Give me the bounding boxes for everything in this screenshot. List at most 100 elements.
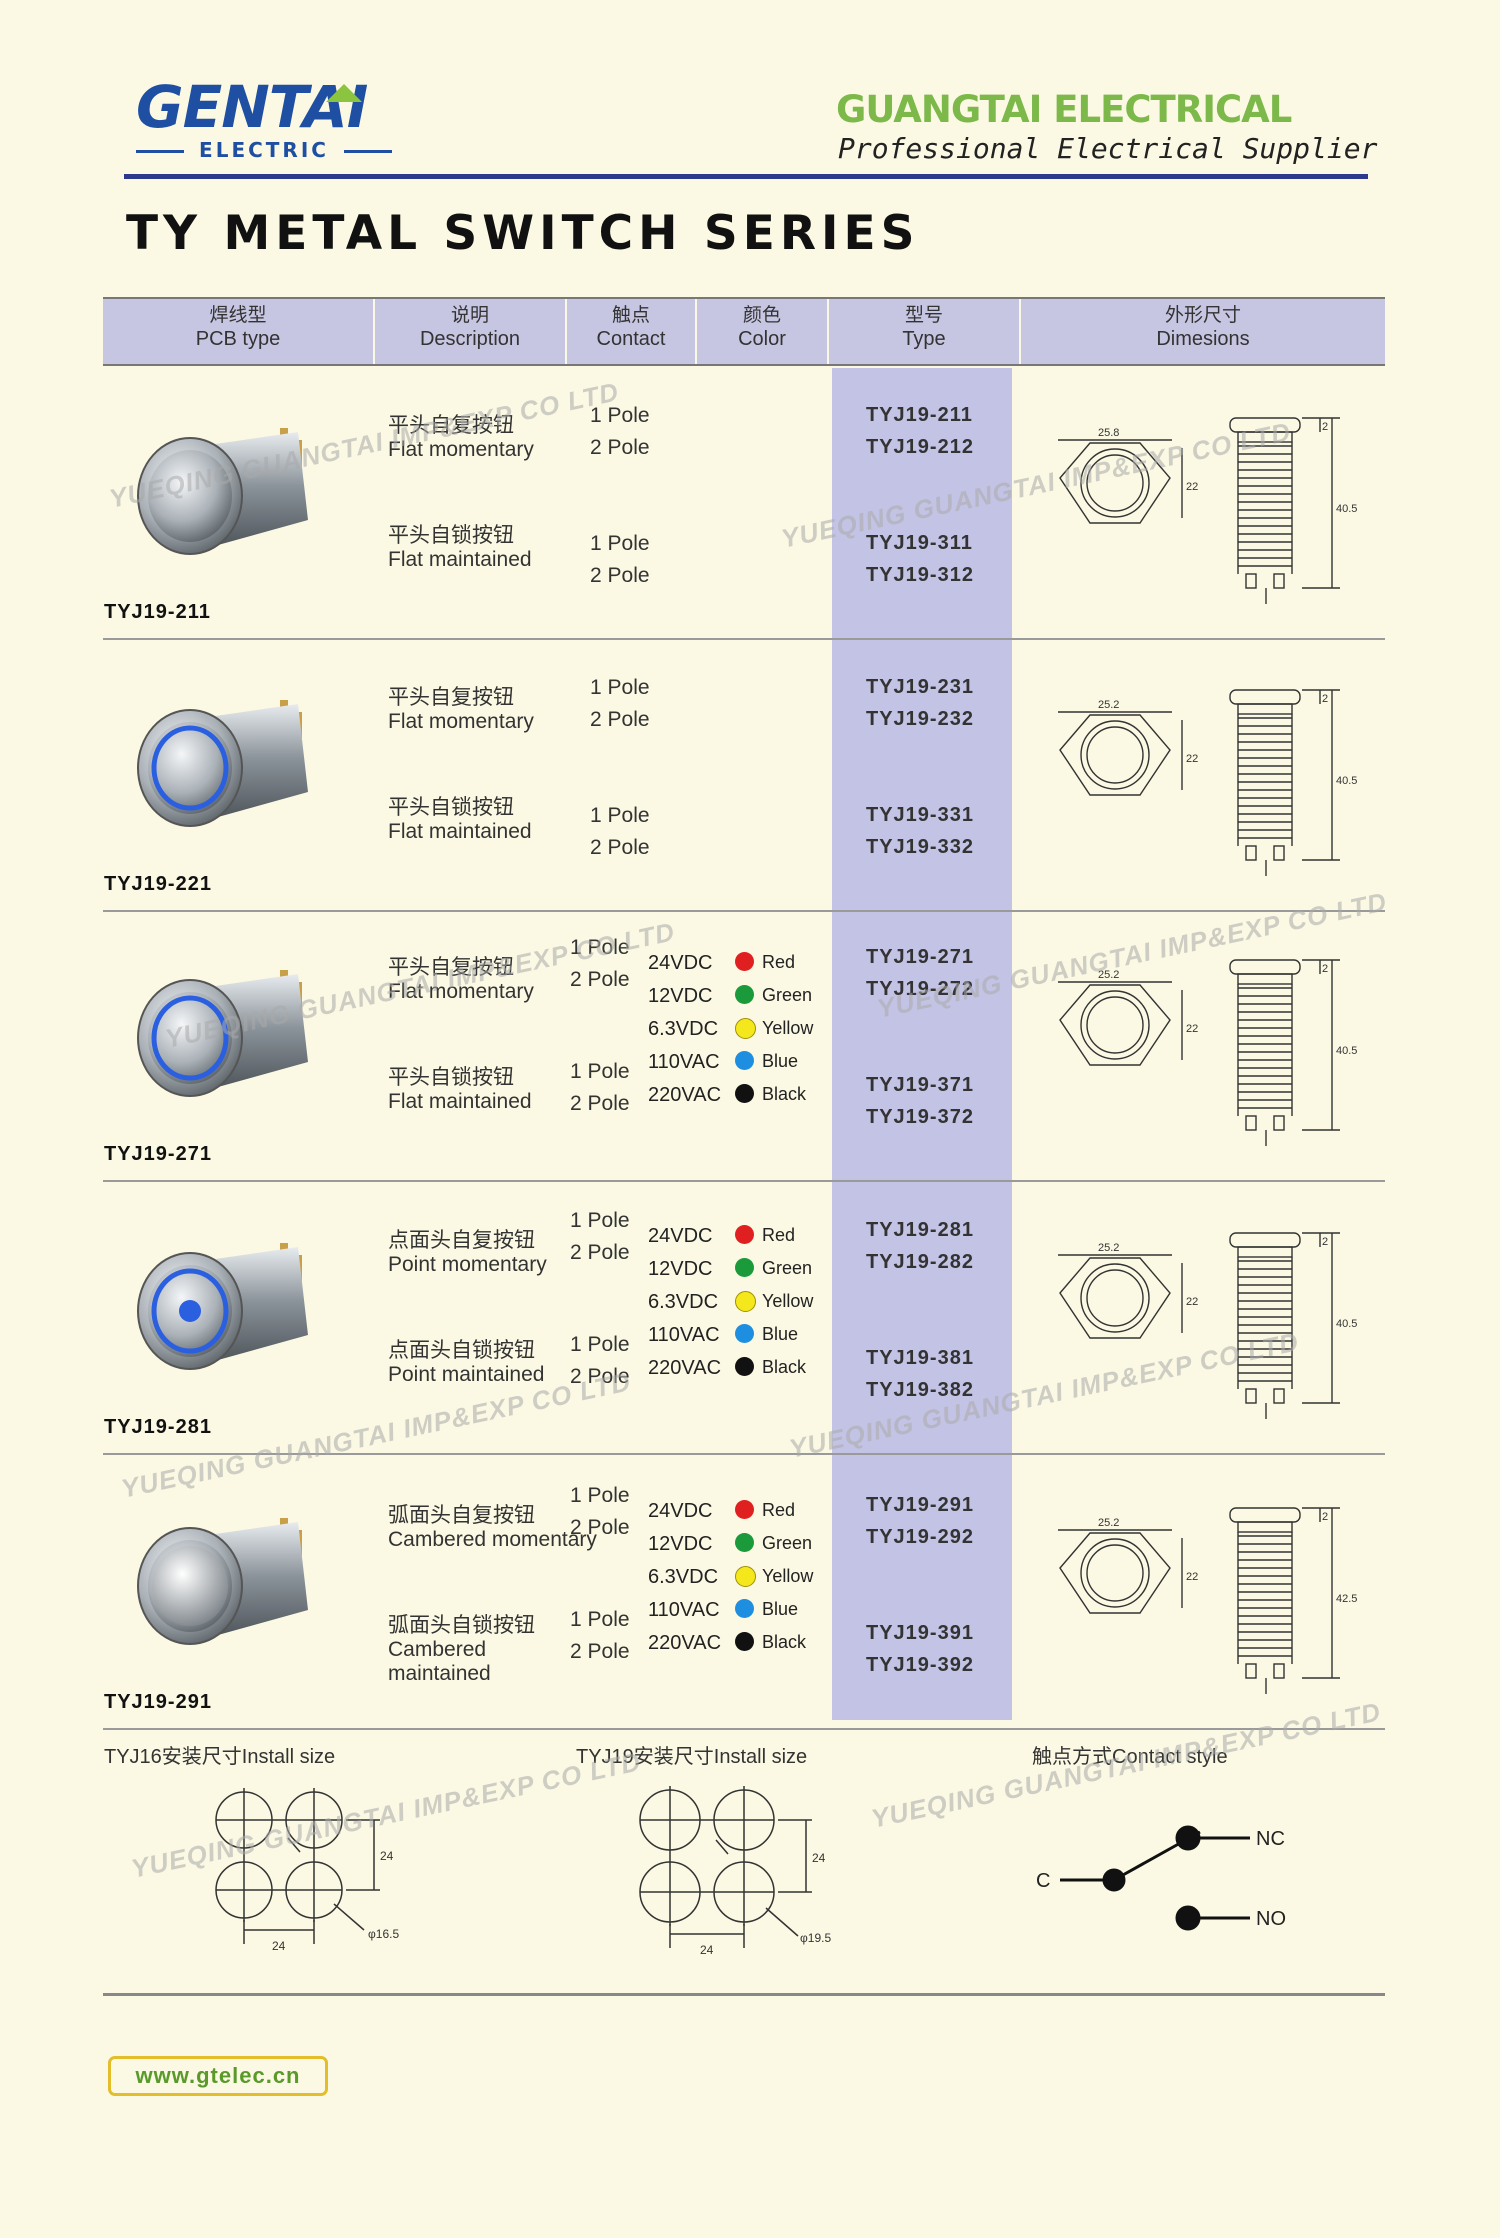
type-model-number: TYJ19-272 bbox=[866, 978, 974, 1000]
logo-roof-icon bbox=[326, 84, 362, 102]
color-dot-icon bbox=[735, 1084, 754, 1103]
type-model-number: TYJ19-371 bbox=[866, 1074, 974, 1096]
website-url[interactable]: www.gtelec.cn bbox=[108, 2056, 328, 2096]
voltage-label: 220VAC bbox=[648, 1357, 722, 1379]
contact-pole: 1 Pole bbox=[570, 1333, 630, 1356]
dim-length: 40.5 bbox=[1336, 1045, 1357, 1057]
contact-pole: 1 Pole bbox=[590, 804, 650, 827]
row-divider bbox=[103, 638, 1385, 640]
type-model-number: TYJ19-232 bbox=[866, 708, 974, 730]
color-dot-icon bbox=[735, 1357, 754, 1376]
dimension-drawing: 25.2 22 40.5 2 bbox=[1058, 1232, 1357, 1419]
install-16-dim-c: φ16.5 bbox=[368, 1927, 399, 1941]
logo-subtext: ELECTRIC bbox=[136, 138, 392, 162]
row-divider bbox=[103, 1453, 1385, 1455]
contact-c-label: C bbox=[1036, 1870, 1050, 1892]
color-dot-icon bbox=[735, 1566, 756, 1587]
color-dot-icon bbox=[735, 1018, 756, 1039]
color-dot-icon bbox=[735, 985, 754, 1004]
contact-pole: 2 Pole bbox=[570, 1092, 630, 1115]
voltage-label: 6.3VDC bbox=[648, 1018, 719, 1040]
type-model-number: TYJ19-331 bbox=[866, 804, 974, 826]
contact-pole: 1 Pole bbox=[590, 532, 650, 555]
contact-pole: 1 Pole bbox=[590, 404, 650, 427]
color-label: Yellow bbox=[762, 1291, 814, 1311]
type-model-number: TYJ19-311 bbox=[866, 532, 973, 554]
install-19-dim-a: 24 bbox=[812, 1851, 826, 1865]
color-label: Red bbox=[762, 1500, 796, 1520]
dim-top: 2 bbox=[1322, 693, 1328, 705]
voltage-label: 6.3VDC bbox=[648, 1291, 719, 1313]
color-label: Black bbox=[762, 1084, 807, 1104]
type-model-number: TYJ19-211 bbox=[866, 404, 973, 426]
contact-pole: 1 Pole bbox=[570, 1209, 630, 1232]
contact-pole: 2 Pole bbox=[590, 564, 650, 587]
dim-length: 40.5 bbox=[1336, 1318, 1357, 1330]
color-label: Red bbox=[762, 1225, 796, 1245]
brand-tagline: Professional Electrical Supplier bbox=[838, 132, 1378, 165]
dim-top: 2 bbox=[1322, 1511, 1328, 1523]
switch-photo bbox=[137, 970, 308, 1097]
type-model-number: TYJ19-212 bbox=[866, 436, 974, 458]
dim-top: 2 bbox=[1322, 963, 1328, 975]
color-label: Green bbox=[762, 1533, 813, 1553]
install-size-16-diagram: 24 24 φ16.5 bbox=[215, 1788, 399, 1953]
contact-pole: 1 Pole bbox=[570, 1060, 630, 1083]
contact-pole: 2 Pole bbox=[570, 1365, 630, 1388]
dim-hex-width: 25.2 bbox=[1098, 1517, 1119, 1529]
contact-pole: 1 Pole bbox=[590, 676, 650, 699]
type-model-number: TYJ19-392 bbox=[866, 1654, 974, 1676]
color-label: Blue bbox=[762, 1051, 799, 1071]
contact-pole: 2 Pole bbox=[570, 968, 630, 991]
color-label: Black bbox=[762, 1632, 807, 1652]
color-dot-icon bbox=[735, 1051, 754, 1070]
dim-side: 22 bbox=[1186, 753, 1198, 765]
dim-hex-width: 25.2 bbox=[1098, 969, 1119, 981]
color-dot-icon bbox=[735, 1324, 754, 1343]
contact-style-diagram: NC NO C bbox=[1036, 1825, 1286, 1931]
dim-side: 22 bbox=[1186, 1571, 1198, 1583]
color-label: Blue bbox=[762, 1324, 799, 1344]
type-model-number: TYJ19-292 bbox=[866, 1526, 974, 1548]
type-model-number: TYJ19-391 bbox=[866, 1622, 974, 1644]
type-column-band bbox=[832, 368, 1012, 1720]
color-label: Green bbox=[762, 985, 813, 1005]
color-dot-icon bbox=[735, 952, 754, 971]
contact-pole: 2 Pole bbox=[570, 1241, 630, 1264]
footer-divider bbox=[103, 1993, 1385, 1996]
voltage-label: 12VDC bbox=[648, 1258, 713, 1280]
install-size-19-title: TYJ19安装尺寸Install size bbox=[576, 1746, 808, 1768]
contact-pole: 1 Pole bbox=[570, 1484, 630, 1507]
contact-no-label: NO bbox=[1256, 1908, 1286, 1930]
dimension-drawing: 25.2 22 40.5 2 bbox=[1058, 959, 1357, 1146]
voltage-label: 6.3VDC bbox=[648, 1566, 719, 1588]
color-label: Black bbox=[762, 1357, 807, 1377]
brand-name: GUANGTAI ELECTRICAL bbox=[836, 88, 1292, 131]
install-19-dim-b: 24 bbox=[700, 1943, 714, 1957]
color-dot-icon bbox=[735, 1258, 754, 1277]
pcb-model-label: TYJ19-291 bbox=[104, 1691, 212, 1713]
contact-nc-label: NC bbox=[1256, 1828, 1285, 1850]
row-divider bbox=[103, 910, 1385, 912]
voltage-label: 220VAC bbox=[648, 1084, 722, 1106]
row-divider bbox=[103, 1180, 1385, 1182]
dim-side: 22 bbox=[1186, 481, 1198, 493]
color-label: Green bbox=[762, 1258, 813, 1278]
dim-top: 2 bbox=[1322, 1236, 1328, 1248]
contact-pole: 2 Pole bbox=[570, 1640, 630, 1663]
contact-pole: 2 Pole bbox=[590, 836, 650, 859]
install-size-19-diagram: 24 24 φ19.5 bbox=[639, 1786, 831, 1957]
header-divider bbox=[124, 174, 1368, 179]
dimension-drawing: 25.2 22 40.5 2 bbox=[1058, 689, 1357, 876]
type-model-number: TYJ19-381 bbox=[866, 1347, 974, 1369]
